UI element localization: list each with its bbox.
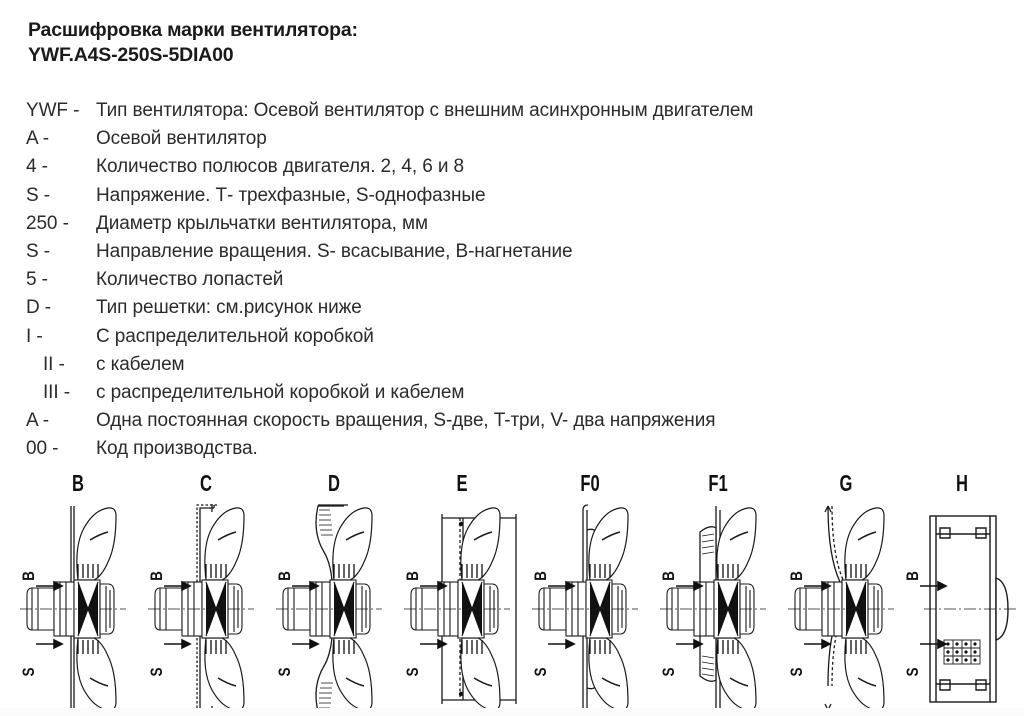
grille-diagram-b: B [14,470,142,716]
grille-diagram-drawing: B S [14,504,142,714]
svg-text:B: B [148,571,167,581]
legend-row-code: S - [26,184,50,206]
svg-text:S: S [20,668,39,677]
legend-row-description: Код производства. [96,438,258,460]
grille-diagram-label: C [200,470,212,496]
svg-text:B: B [788,571,807,581]
legend-row: S - Напряжение. Т- трехфазные, S-однофазн… [26,182,1006,210]
legend-row: 4 - Количество полюсов двигателя. 2, 4, 6… [26,153,1006,181]
grille-diagram-h: H [898,470,1024,716]
grille-diagram-drawing: B S [654,504,782,714]
legend-row: S - Направление вращения. S- всасывание, … [26,238,1006,266]
page-title: Расшифровка марки вентилятора: YWF.A4S-2… [28,18,728,68]
legend-row: YWF - Тип вентилятора: Осевой вентилятор … [26,97,1006,125]
legend-row-code: A - [26,128,49,150]
legend-row-code: D - [26,297,52,319]
legend-row-description: Тип решетки: см.рисунок ниже [96,297,362,319]
legend-row-code: A - [26,410,49,432]
legend-row: 00 - Код производства. [26,435,1006,463]
legend-row-code: YWF - [26,100,80,121]
grille-diagram-drawing: B S [142,504,270,714]
grille-diagram-drawing: B S [398,504,526,714]
grille-diagram-drawing: B S [898,504,1024,714]
grille-type-diagrams: B [0,470,1024,716]
legend-row: A - Осевой вентилятор [26,125,1006,153]
svg-text:S: S [404,668,423,677]
legend-row: 5 - Количество лопастей [26,266,1006,294]
legend-row-description: Направление вращения. S- всасывание, B-н… [96,240,573,262]
legend-row-description: Количество лопастей [96,269,284,291]
grille-diagram-label: D [328,470,340,496]
legend-row-code: III - [43,381,70,403]
legend-row-description: С распределительной коробкой [96,325,374,347]
grille-diagram-f1: F1 [654,470,782,716]
svg-text:S: S [148,668,167,677]
svg-text:S: S [904,668,923,677]
legend-row-code: 4 - [26,156,48,178]
grille-diagram-label: E [456,470,468,496]
legend-row-description: Количество полюсов двигателя. 2, 4, 6 и … [96,156,465,178]
grille-diagram-label: H [956,470,968,496]
legend-row-description: Диаметр крыльчатки вентилятора, мм [96,212,428,234]
svg-text:B: B [660,571,679,581]
svg-text:B: B [404,571,423,581]
legend-row-code: 5 - [26,269,48,291]
svg-text:S: S [788,668,807,677]
svg-text:B: B [532,571,551,581]
svg-text:S: S [660,668,679,677]
legend-row-code: 00 - [26,438,59,460]
grille-diagram-label: B [72,470,84,496]
page-title-line-2: YWF.A4S-250S-5DIA00 [28,44,234,66]
grille-diagram-label: G [839,470,853,496]
legend-row: I - С распределительной коробкой [26,323,1006,351]
svg-text:S: S [276,668,295,677]
legend-row: D - Тип решетки: см.рисунок ниже [26,294,1006,322]
legend-row-description: Тип вентилятора: Осевой вентилятор с вне… [96,100,754,121]
svg-text:B: B [904,571,923,581]
legend-row: II - с кабелем [26,351,1006,379]
legend-row-description: Напряжение. Т- трехфазные, S-однофазные [96,184,486,206]
legend-row-description: Одна постоянная скорость вращения, S-две… [96,410,716,432]
page-title-line-1: Расшифровка марки вентилятора: [28,19,358,41]
grille-diagram-g: G [782,470,910,716]
grille-diagram-label: F0 [580,470,600,496]
grille-diagram-drawing: B S [526,504,654,714]
grille-diagram-e: E [398,470,526,716]
legend-row: III - с распределительной коробкой и кабе… [26,379,1006,407]
grille-diagram-drawing: B S [270,504,398,714]
legend-row: A - Одна постоянная скорость вращения, S-… [26,407,1006,435]
grille-diagram-f0: F0 [526,470,654,716]
grille-diagram-c: C [142,470,270,716]
legend-row-code: S - [26,240,50,262]
model-code-legend: YWF - Тип вентилятора: Осевой вентилятор … [26,97,1006,463]
legend-row-description: Осевой вентилятор [96,128,267,150]
legend-row-code: II - [43,353,65,375]
svg-text:S: S [532,668,551,677]
grille-diagram-drawing: B S [782,504,910,714]
grille-diagram-label: F1 [708,470,728,496]
legend-row-description: с распределительной коробкой и кабелем [96,381,465,403]
svg-text:B: B [276,571,295,581]
legend-row-code: I - [26,325,43,347]
legend-row-code: 250 - [26,212,69,234]
legend-row: 250 - Диаметр крыльчатки вентилятора, мм [26,210,1006,238]
svg-text:B: B [20,571,39,581]
bottom-edge-strip [0,708,1024,716]
grille-diagram-d: D [270,470,398,716]
legend-row-description: с кабелем [96,353,185,375]
